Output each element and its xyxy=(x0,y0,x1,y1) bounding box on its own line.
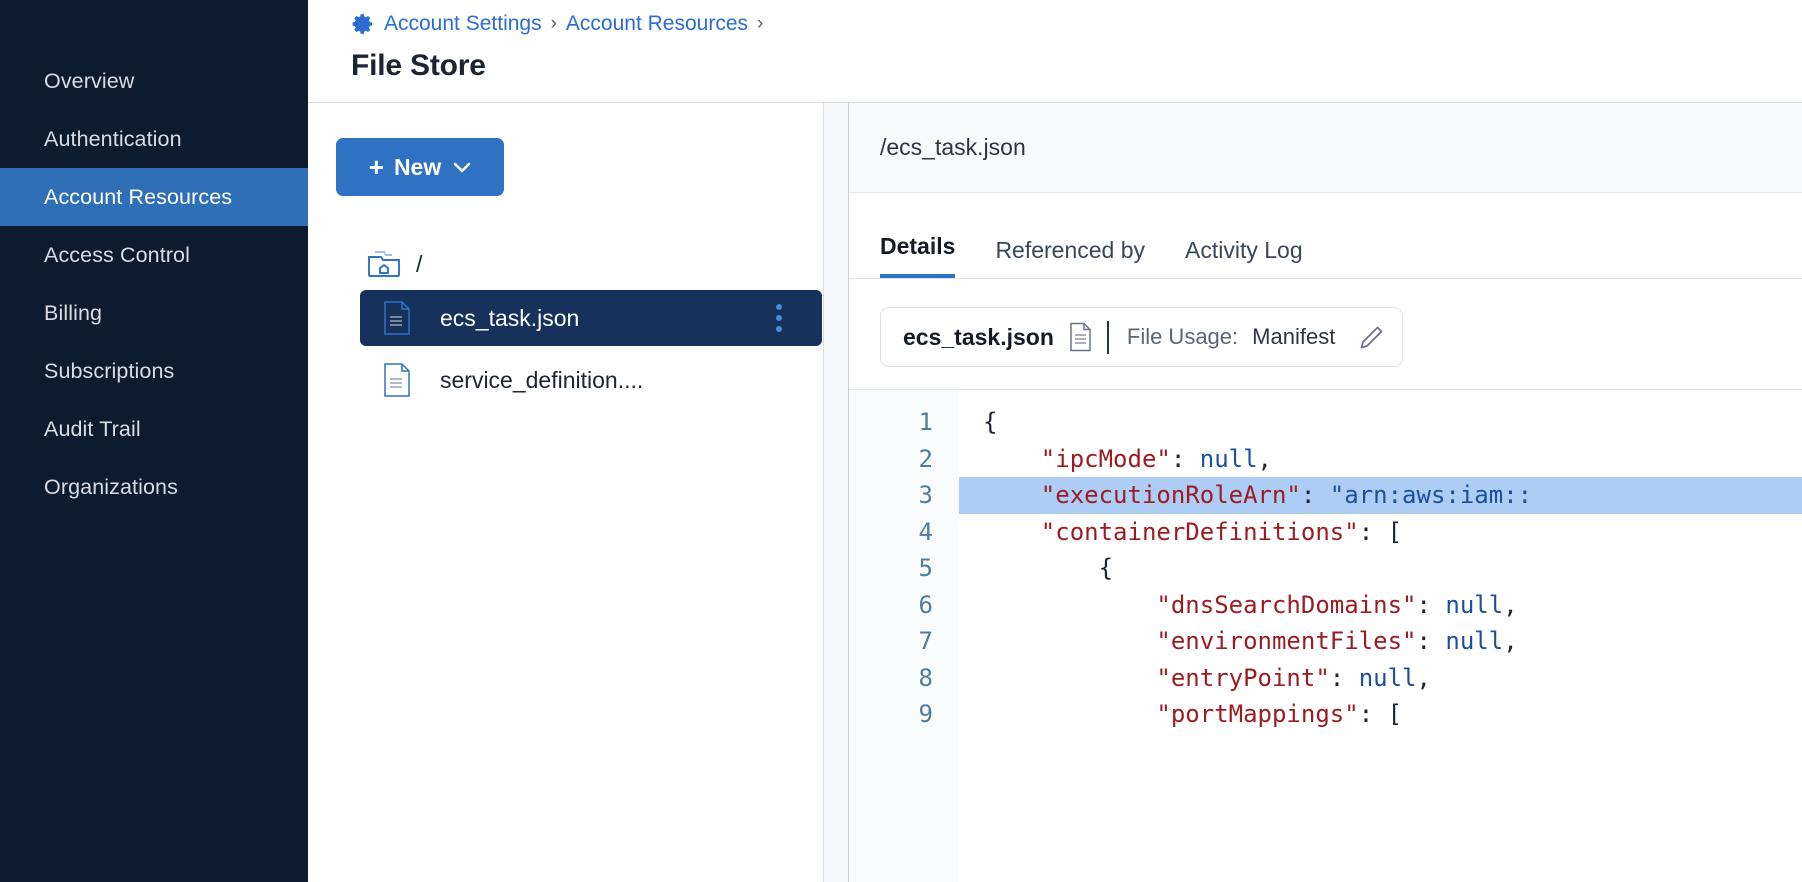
page-title: File Store xyxy=(351,49,486,82)
sidebar-item-authentication[interactable]: Authentication xyxy=(0,110,308,168)
tree-root-folder[interactable]: / xyxy=(308,244,823,284)
line-number: 2 xyxy=(918,444,933,473)
main-content: Account Settings › Account Resources › F… xyxy=(308,0,1802,882)
sidebar-item-label: Billing xyxy=(44,300,103,325)
tab-details[interactable]: Details xyxy=(880,233,956,278)
sidebar-item-overview[interactable]: Overview xyxy=(0,52,308,110)
line-number-gutter: 1 2 3 4 5 6 7 8 9 xyxy=(849,390,959,882)
code-line: "executionRoleArn": "arn:aws:iam:: xyxy=(959,477,1802,514)
file-icon xyxy=(383,363,411,397)
body-row: + New xyxy=(308,103,1802,882)
code-content[interactable]: { "ipcMode": null, "executionRoleArn": "… xyxy=(959,390,1802,882)
plus-icon: + xyxy=(368,152,384,182)
usage-file-name: ecs_task.json xyxy=(903,323,1054,350)
sidebar-item-subscriptions[interactable]: Subscriptions xyxy=(0,342,308,400)
file-list-item[interactable]: service_definition.... xyxy=(360,352,822,408)
file-icon xyxy=(383,301,411,335)
line-number: 4 xyxy=(918,517,933,546)
kebab-menu-icon[interactable] xyxy=(776,304,782,332)
file-tree: / ecs_task.json service_definition.... xyxy=(308,244,823,408)
code-line: "portMappings": [ xyxy=(1156,700,1403,728)
line-number: 5 xyxy=(918,554,933,582)
file-usage-wrap: ecs_task.json File Usage: Manifest xyxy=(849,279,1802,389)
sidebar-item-label: Audit Trail xyxy=(44,416,141,441)
sidebar-item-label: Subscriptions xyxy=(44,358,175,383)
code-line: "environmentFiles": null, xyxy=(1156,627,1518,655)
breadcrumb-separator: › xyxy=(550,13,557,34)
tab-referenced-by[interactable]: Referenced by xyxy=(995,237,1146,263)
code-line: "entryPoint": null, xyxy=(1156,663,1431,692)
file-name-label: ecs_task.json xyxy=(440,304,580,331)
file-path-text: /ecs_task.json xyxy=(880,134,1026,160)
file-tree-panel: + New xyxy=(308,103,823,882)
file-list: ecs_task.json service_definition.... xyxy=(308,290,823,408)
code-line: { xyxy=(983,408,998,436)
sidebar-item-label: Authentication xyxy=(44,126,182,151)
chevron-down-icon xyxy=(451,162,471,173)
page-header: Account Settings › Account Resources › F… xyxy=(308,0,1802,103)
code-line: "ipcMode": null, xyxy=(1040,444,1272,473)
code-line: "dnsSearchDomains": null, xyxy=(1156,590,1518,619)
file-list-item[interactable]: ecs_task.json xyxy=(360,290,822,346)
sidebar-item-billing[interactable]: Billing xyxy=(0,284,308,342)
breadcrumb: Account Settings › Account Resources › xyxy=(351,0,1802,42)
sidebar-item-label: Account Resources xyxy=(44,184,233,209)
line-number: 9 xyxy=(918,700,933,728)
pencil-icon[interactable] xyxy=(1349,324,1385,350)
line-number: 3 xyxy=(918,481,933,509)
line-number: 1 xyxy=(918,408,933,436)
file-detail-panel: /ecs_task.json Details Referenced by Activ… xyxy=(849,103,1802,882)
line-number: 8 xyxy=(918,663,933,692)
sidebar-item-organizations[interactable]: Organizations xyxy=(0,458,308,516)
tab-activity-log[interactable]: Activity Log xyxy=(1185,237,1303,263)
breadcrumb-separator-trailing: › xyxy=(757,13,764,34)
file-path-bar: /ecs_task.json xyxy=(849,103,1802,193)
sidebar-item-label: Access Control xyxy=(44,242,190,267)
gear-icon xyxy=(351,12,375,36)
sidebar-item-label: Overview xyxy=(44,68,135,93)
code-editor[interactable]: 1 2 3 4 5 6 7 8 9 { "ipcMode": null, "executionR… xyxy=(849,389,1802,882)
panel-splitter[interactable] xyxy=(823,103,849,882)
file-name-label: service_definition.... xyxy=(440,366,644,393)
usage-divider xyxy=(1106,320,1109,354)
detail-tabs: Details Referenced by Activity Log xyxy=(849,193,1802,279)
code-line: { xyxy=(983,554,1114,582)
new-button-label: New xyxy=(393,153,442,180)
sidebar-item-account-resources[interactable]: Account Resources xyxy=(0,168,308,226)
sidebar-item-label: Organizations xyxy=(44,474,178,499)
new-button[interactable]: + New xyxy=(336,138,504,196)
breadcrumb-item-account-resources[interactable]: Account Resources xyxy=(565,12,749,35)
breadcrumb-item-account-settings[interactable]: Account Settings xyxy=(384,12,542,35)
line-number: 7 xyxy=(918,627,933,655)
code-line: "containerDefinitions": [ xyxy=(1040,517,1403,546)
sidebar-item-access-control[interactable]: Access Control xyxy=(0,226,308,284)
usage-value: Manifest xyxy=(1252,324,1336,349)
folder-home-icon xyxy=(366,249,402,279)
sidebar-item-audit-trail[interactable]: Audit Trail xyxy=(0,400,308,458)
tree-root-label: / xyxy=(416,250,423,277)
file-usage-box: ecs_task.json File Usage: Manifest xyxy=(880,307,1404,367)
document-icon xyxy=(1068,322,1093,352)
line-number: 6 xyxy=(918,590,933,619)
usage-label: File Usage: xyxy=(1126,324,1239,349)
